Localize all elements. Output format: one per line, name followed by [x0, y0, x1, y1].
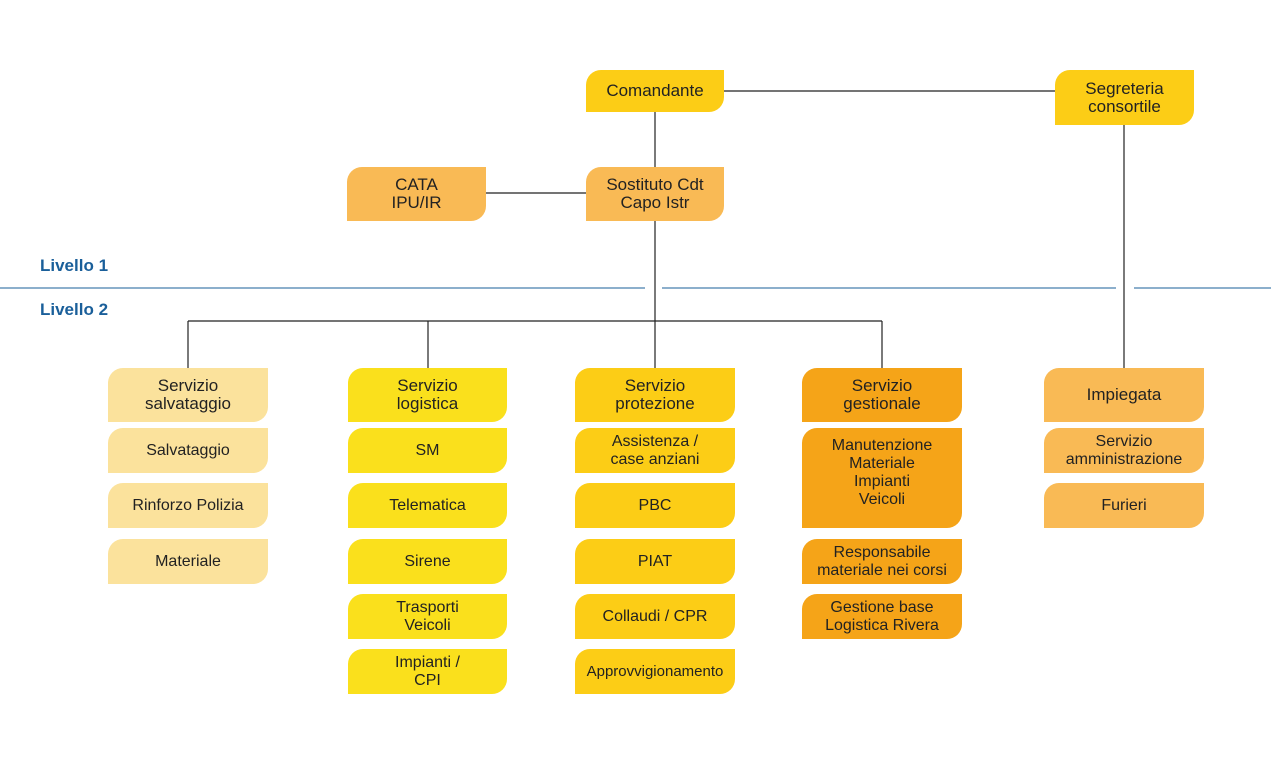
item-sirene: Sirene — [348, 539, 507, 584]
header-servizio-salvataggio: Servizio salvataggio — [108, 368, 268, 422]
item-impianti-cpi: Impianti / CPI — [348, 649, 507, 694]
item-pbc: PBC — [575, 483, 735, 528]
level-1-label: Livello 1 — [40, 256, 109, 275]
header-servizio-gestionale: Servizio gestionale — [802, 368, 962, 422]
node-sostituto-cdt: Sostituto Cdt Capo Istr — [586, 167, 724, 221]
item-sm: SM — [348, 428, 507, 473]
item-manutenzione-materiale-impianti-veicoli: Manutenzione Materiale Impianti Veicoli — [802, 428, 962, 528]
header-impiegata: Impiegata — [1044, 368, 1204, 422]
item-salvataggio: Salvataggio — [108, 428, 268, 473]
header-servizio-protezione: Servizio protezione — [575, 368, 735, 422]
item-furieri: Furieri — [1044, 483, 1204, 528]
node-segreteria-consortile: Segreteria consortile — [1055, 70, 1194, 125]
item-servizio-amministrazione: Servizio amministrazione — [1044, 428, 1204, 473]
item-trasporti-veicoli: Trasporti Veicoli — [348, 594, 507, 639]
item-approvvigionamento: Approvvigionamento — [575, 649, 735, 694]
node-cata: CATA IPU/IR — [347, 167, 486, 221]
node-comandante: Comandante — [586, 70, 724, 112]
item-rinforzo-polizia: Rinforzo Polizia — [108, 483, 268, 528]
item-responsabile-materiale-corsi: Responsabile materiale nei corsi — [802, 539, 962, 584]
item-materiale: Materiale — [108, 539, 268, 584]
item-assistenza-case-anziani: Assistenza / case anziani — [575, 428, 735, 473]
item-piat: PIAT — [575, 539, 735, 584]
header-servizio-logistica: Servizio logistica — [348, 368, 507, 422]
item-gestione-base-logistica-rivera: Gestione base Logistica Rivera — [802, 594, 962, 639]
item-collaudi-cpr: Collaudi / CPR — [575, 594, 735, 639]
level-2-label: Livello 2 — [40, 300, 109, 319]
item-telematica: Telematica — [348, 483, 507, 528]
